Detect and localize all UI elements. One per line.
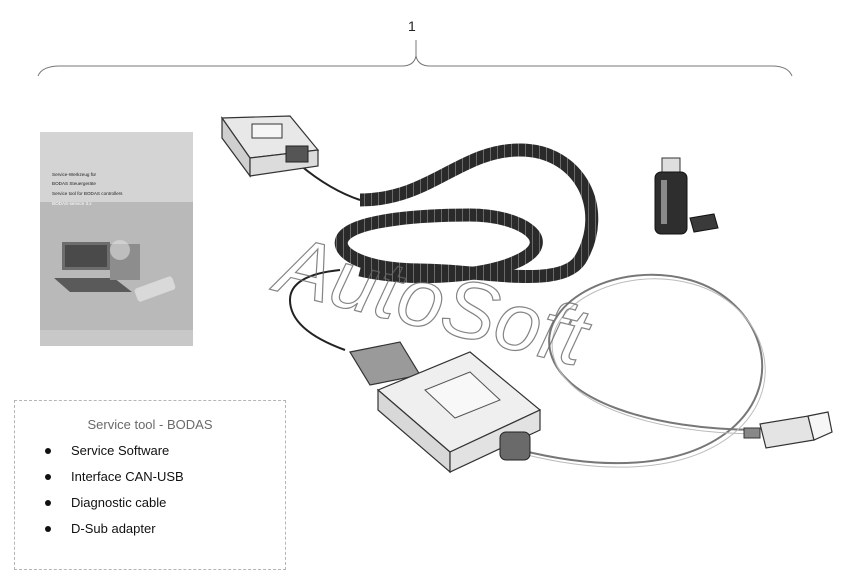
bullet-icon [45, 448, 51, 454]
manual-line-4: BODAS-service 3.x [52, 201, 92, 206]
bullet-icon [45, 500, 51, 506]
callout-number: 1 [408, 18, 416, 34]
list-item: Service Software [45, 443, 184, 469]
legend-box: Service tool - BODAS Service Software In… [14, 400, 286, 570]
bullet-icon [45, 474, 51, 480]
bullet-icon [45, 526, 51, 532]
list-item: D-Sub adapter [45, 521, 184, 547]
list-item: Interface CAN-USB [45, 469, 184, 495]
manual-line-3: Service tool for BODAS controllers [52, 191, 123, 196]
legend-list: Service Software Interface CAN-USB Diagn… [45, 443, 184, 547]
software-manual-icon: Service-Werkzeug für BODAS Steuergeräte … [40, 132, 193, 346]
svg-text:AutoSoft: AutoSoft [264, 218, 599, 384]
usb-stick-icon [654, 157, 719, 235]
can-usb-interface-icon [349, 341, 542, 474]
legend-title: Service tool - BODAS [87, 417, 213, 432]
coiled-cable-icon [334, 143, 599, 284]
manual-line-2: BODAS Steuergeräte [52, 181, 96, 186]
manual-line-1: Service-Werkzeug für [52, 172, 97, 177]
list-item: Diagnostic cable [45, 495, 184, 521]
usb-plug-icon [743, 411, 833, 449]
dsub-adapter-icon [220, 115, 320, 178]
